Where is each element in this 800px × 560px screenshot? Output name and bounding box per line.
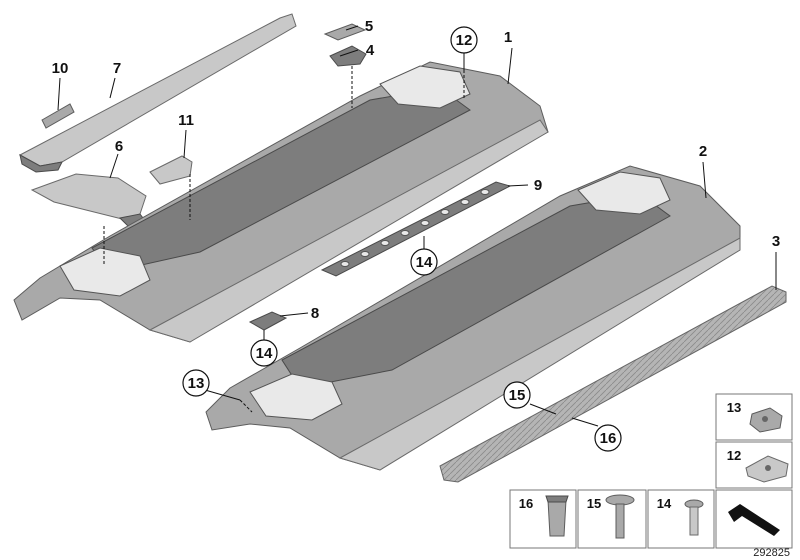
legend-label-15: 15 xyxy=(587,496,601,511)
label-8: 8 xyxy=(311,305,319,322)
legend-box-12: 12 xyxy=(715,441,793,489)
leader-lines xyxy=(57,25,777,427)
label-12: 12 xyxy=(456,32,473,49)
label-1: 1 xyxy=(504,29,512,46)
part-10-clip xyxy=(41,103,75,129)
legend-box-14: 14 xyxy=(647,489,715,549)
arrow-icon xyxy=(728,504,780,536)
label-11: 11 xyxy=(178,112,194,129)
part-11-cover xyxy=(149,155,193,185)
legend-label-12: 12 xyxy=(727,448,741,463)
label-6: 6 xyxy=(115,138,123,155)
label-5: 5 xyxy=(365,18,373,35)
legend-box-13: 13 xyxy=(715,393,793,441)
part-2-rear-shelf-lower xyxy=(205,165,741,471)
part-5-cap xyxy=(323,23,367,41)
part-7-trim-strip xyxy=(18,13,297,173)
legend-box-arrow xyxy=(715,489,793,549)
callout-16: 16 xyxy=(594,424,622,452)
label-2: 2 xyxy=(699,143,707,160)
label-4: 4 xyxy=(366,42,375,59)
label-15: 15 xyxy=(509,387,526,404)
callout-15: 15 xyxy=(503,381,531,409)
strip-holes xyxy=(340,189,490,267)
label-7: 7 xyxy=(113,60,121,77)
label-9: 9 xyxy=(534,177,542,194)
legend-box-16: 16 xyxy=(509,489,577,549)
legend-label-13: 13 xyxy=(727,400,741,415)
label-3: 3 xyxy=(772,233,780,250)
part-6-speaker-cover xyxy=(30,173,147,227)
expanding-nut-16-icon xyxy=(547,499,567,537)
callout-14-upper: 14 xyxy=(410,248,438,276)
diagram-id: 292825 xyxy=(753,547,790,559)
part-1-rear-shelf-upper xyxy=(13,61,549,343)
part-8-clip xyxy=(248,311,288,331)
legend-label-14: 14 xyxy=(657,496,672,511)
legend-label-16: 16 xyxy=(519,496,533,511)
label-14-lower: 14 xyxy=(256,345,273,362)
callout-13: 13 xyxy=(182,369,210,397)
callout-14-lower: 14 xyxy=(250,339,278,367)
label-14-upper: 14 xyxy=(416,254,433,271)
callout-12: 12 xyxy=(450,26,478,54)
label-16: 16 xyxy=(600,430,617,447)
legend-box-15: 15 xyxy=(577,489,647,549)
part-4-bracket xyxy=(329,45,367,67)
label-10: 10 xyxy=(52,60,69,77)
part-3-grille-panel xyxy=(439,285,787,483)
label-13: 13 xyxy=(188,375,205,392)
